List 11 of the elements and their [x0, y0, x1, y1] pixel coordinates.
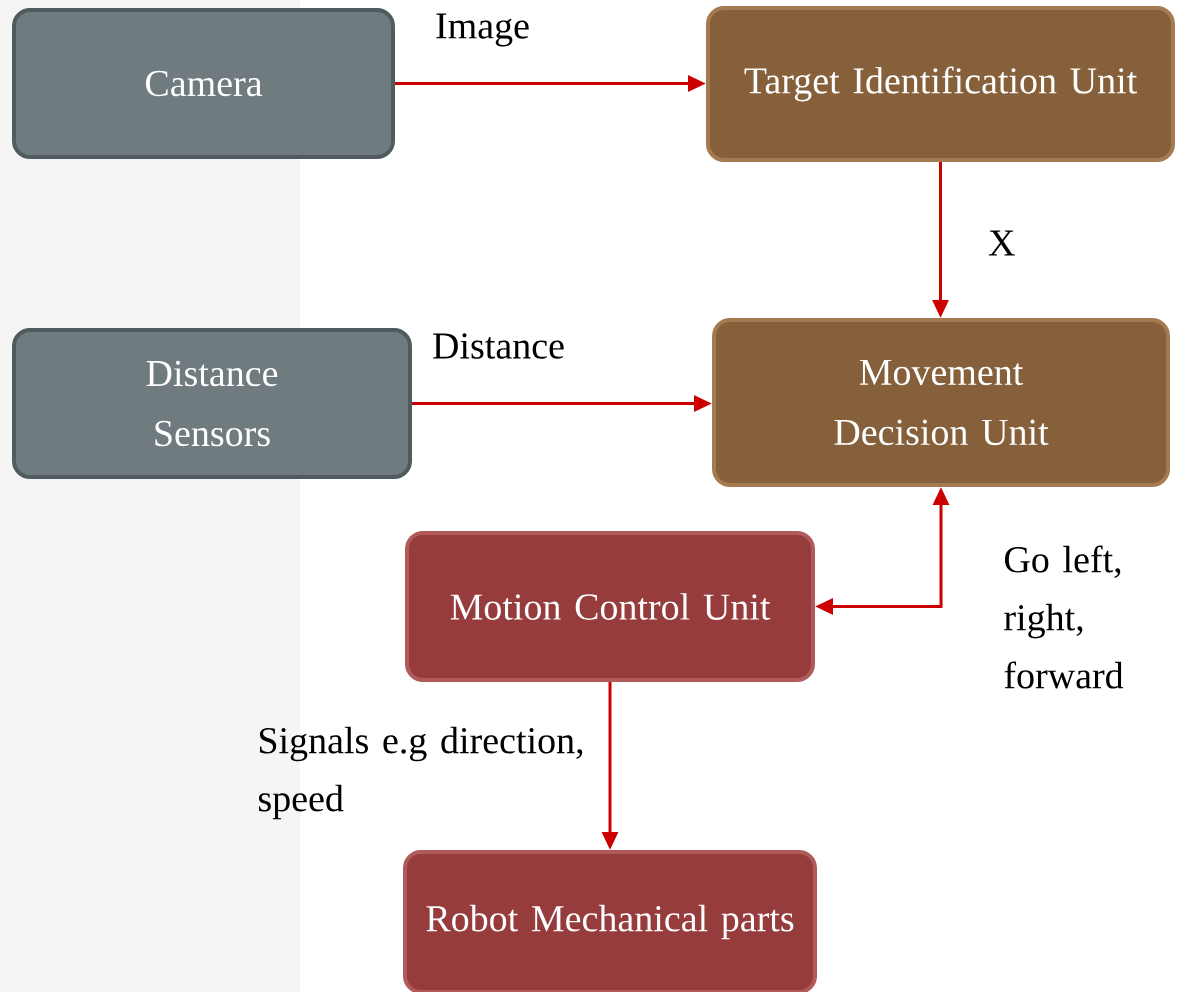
process-box: Motion Control Unit: [405, 531, 815, 682]
edge-label: Go left, right, forward: [1004, 545, 1124, 689]
edge-label: Distance: [433, 333, 564, 359]
process-box: Camera: [12, 8, 395, 159]
process-box: Target Identification Unit: [706, 6, 1175, 162]
edge-label: Image: [436, 13, 529, 47]
edge-label: Signals e.g direction, speed: [258, 726, 583, 820]
edge-label: X: [988, 230, 1015, 256]
process-box: Robot Mechanical parts: [403, 850, 817, 992]
process-box: Movement Decision Unit: [712, 318, 1170, 487]
process-box: Distance Sensors: [12, 328, 412, 479]
